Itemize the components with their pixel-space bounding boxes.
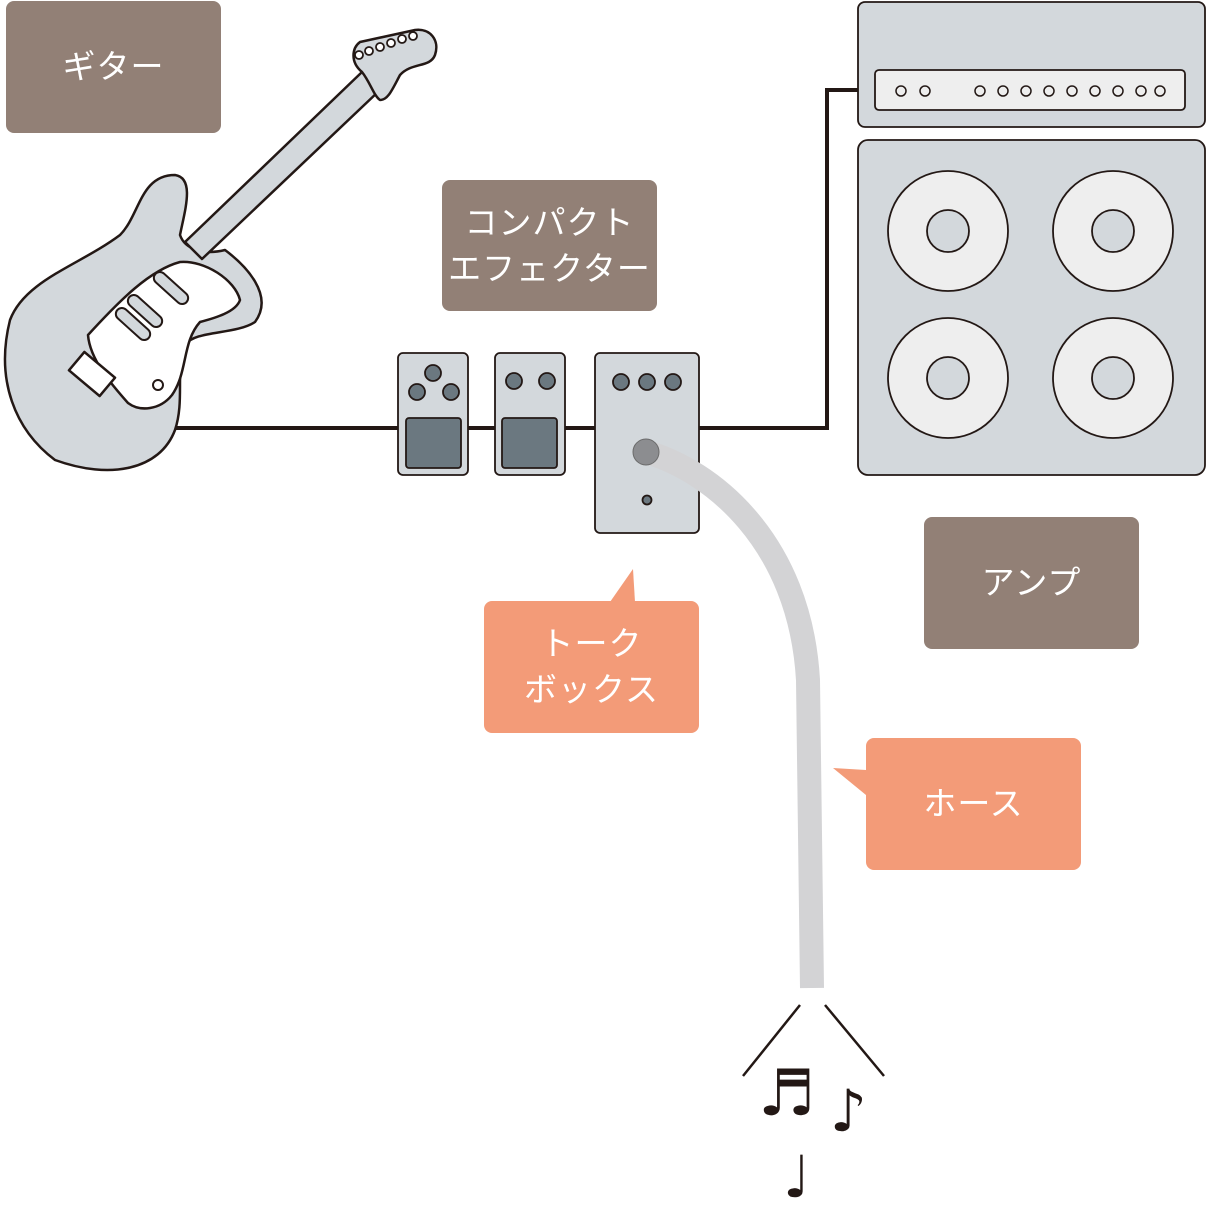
- speaker: [887, 317, 1009, 439]
- compact-effector-label-line1: コンパクト: [464, 202, 635, 242]
- pickup: [114, 306, 152, 342]
- pedal-knob: [408, 383, 426, 401]
- amp-knob: [974, 85, 986, 97]
- amp-knob: [919, 85, 931, 97]
- guitar-knob: [152, 379, 164, 391]
- amp-knob: [895, 85, 907, 97]
- pedal-knob: [505, 372, 523, 390]
- talkbox-knob: [664, 373, 682, 391]
- beamed-notes-icon: ♬: [758, 1057, 816, 1131]
- amp-knob: [1112, 85, 1124, 97]
- compact-effector-label-line2: エフェクター: [448, 248, 651, 288]
- speaker-dustcap: [926, 209, 970, 253]
- talkbox-callout-line2: ボックス: [523, 670, 659, 709]
- sound-line-right: [824, 1004, 885, 1077]
- compact-effector-label: コンパクト エフェクター: [442, 180, 657, 311]
- amp-knob: [1089, 85, 1101, 97]
- speaker: [887, 170, 1009, 292]
- amp-label: アンプ: [924, 517, 1139, 649]
- guitar-label-text: ギター: [62, 47, 165, 86]
- amp-knob: [1043, 85, 1055, 97]
- amp-knob: [997, 85, 1009, 97]
- amp-knob: [1135, 85, 1147, 97]
- talkbox-callout-tail: [610, 569, 635, 602]
- speaker: [1052, 170, 1174, 292]
- cable-chain: [175, 88, 858, 430]
- tuning-peg: [386, 38, 396, 48]
- pedal-knob: [424, 364, 442, 382]
- amp-knob: [1020, 85, 1032, 97]
- pedal-footswitch: [405, 417, 462, 469]
- pedal-knob: [538, 372, 556, 390]
- guitar-pickups: [114, 270, 190, 342]
- talkbox-led: [641, 494, 653, 506]
- tuning-peg: [364, 46, 374, 56]
- tuning-peg: [375, 42, 385, 52]
- talkbox-hose-port: [632, 438, 660, 466]
- hose-callout-text: ホース: [923, 784, 1024, 823]
- amp-head: [857, 1, 1206, 128]
- quarter-note-icon: ♩: [783, 1143, 811, 1211]
- amp-label-text: アンプ: [981, 563, 1082, 602]
- cable-talkbox-to-amp: [699, 88, 858, 430]
- amp-cabinet: [857, 139, 1206, 476]
- tuning-peg: [354, 50, 364, 60]
- tuning-peg: [408, 31, 418, 41]
- amp-knob: [1066, 85, 1078, 97]
- speaker-dustcap: [1091, 356, 1135, 400]
- tuning-peg: [397, 34, 407, 44]
- hose-callout: ホース: [866, 738, 1081, 870]
- amp-knob: [1154, 85, 1166, 97]
- guitar-illustration: [3, 28, 438, 472]
- pickup: [152, 270, 190, 306]
- talkbox-callout-line1: トーク: [540, 624, 643, 663]
- compact-effector-pedal-1: [397, 352, 469, 476]
- pedal-footswitch: [501, 417, 558, 469]
- talkbox-knob: [612, 373, 630, 391]
- sound-line-left: [742, 1004, 801, 1077]
- eighth-note-icon: ♪: [830, 1077, 868, 1145]
- hose-callout-tail: [833, 768, 866, 795]
- guitar-label: ギター: [6, 1, 221, 133]
- amp-knobs: [895, 85, 1166, 97]
- speaker-dustcap: [926, 356, 970, 400]
- talkbox-hose: [642, 440, 824, 989]
- speaker: [1052, 317, 1174, 439]
- guitar-headstock: [352, 28, 438, 102]
- guitar-pickguard: [86, 260, 242, 410]
- pedal-knob: [442, 383, 460, 401]
- tuning-pegs: [354, 31, 418, 60]
- compact-effector-pedal-2: [494, 352, 566, 476]
- pickup: [126, 293, 164, 329]
- speaker-dustcap: [1091, 209, 1135, 253]
- guitar-bridge: [67, 350, 117, 398]
- talkbox-callout: トーク ボックス: [484, 601, 699, 733]
- talkbox-knob: [638, 373, 656, 391]
